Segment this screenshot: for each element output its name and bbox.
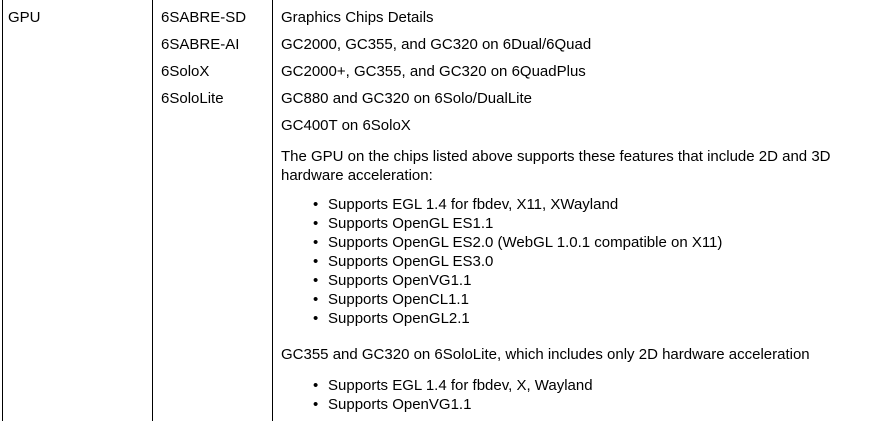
list-item-label: Supports OpenCL1.1 bbox=[328, 291, 469, 308]
bullet-icon: • bbox=[313, 377, 319, 394]
bullet-icon: • bbox=[313, 291, 319, 308]
details-heading: Graphics Chips Details bbox=[281, 9, 434, 26]
list-item: • Supports OpenGL ES3.0 bbox=[281, 252, 893, 271]
bullet-icon: • bbox=[313, 253, 319, 270]
list-item-label: Supports OpenGL ES2.0 (WebGL 1.0.1 compa… bbox=[328, 234, 723, 251]
list-item: • Supports EGL 1.4 for fbdev, X, Wayland bbox=[281, 376, 893, 395]
category-column: GPU bbox=[3, 0, 152, 31]
list-item: • Supports OpenVG1.1 bbox=[281, 271, 893, 290]
features-intro-paragraph: The GPU on the chips listed above suppor… bbox=[281, 148, 831, 184]
bullet-icon: • bbox=[313, 234, 319, 251]
list-item: • Supports OpenGL2.1 bbox=[281, 309, 893, 328]
bullet-icon: • bbox=[313, 310, 319, 327]
table-column-divider-two bbox=[272, 0, 273, 421]
board-column: 6SABRE-SD 6SABRE-AI 6SoloX 6SoloLite bbox=[153, 0, 272, 112]
spacer bbox=[281, 185, 893, 195]
table-column-divider-one bbox=[152, 0, 153, 421]
list-item-label: Supports OpenGL ES1.1 bbox=[328, 215, 494, 232]
board-name: 6SoloX bbox=[161, 63, 210, 80]
list-item: • Supports OpenCL1.1 bbox=[281, 290, 893, 309]
list-item-label: Supports OpenVG1.1 bbox=[328, 272, 472, 289]
chip-line: GC400T on 6SoloX bbox=[281, 117, 411, 134]
list-item-label: Supports EGL 1.4 for fbdev, X11, XWaylan… bbox=[328, 196, 619, 213]
chip-line: GC880 and GC320 on 6Solo/DualLite bbox=[281, 90, 533, 107]
list-item-label: Supports OpenGL ES3.0 bbox=[328, 253, 494, 270]
sololite-intro-paragraph: GC355 and GC320 on 6SoloLite, which incl… bbox=[281, 346, 810, 363]
bullet-icon: • bbox=[313, 196, 319, 213]
chip-line: GC2000+, GC355, and GC320 on 6QuadPlus bbox=[281, 63, 586, 80]
list-item: • Supports OpenGL ES2.0 (WebGL 1.0.1 com… bbox=[281, 233, 893, 252]
list-item-label: Supports OpenGL2.1 bbox=[328, 310, 470, 327]
spacer bbox=[281, 368, 893, 376]
details-column: Graphics Chips Details GC2000, GC355, an… bbox=[273, 0, 893, 414]
spacer bbox=[281, 328, 893, 341]
sololite-features-list: • Supports EGL 1.4 for fbdev, X, Wayland… bbox=[281, 376, 893, 414]
board-name: 6SABRE-AI bbox=[161, 36, 240, 53]
board-name: 6SABRE-SD bbox=[161, 9, 247, 26]
chip-line: GC2000, GC355, and GC320 on 6Dual/6Quad bbox=[281, 36, 592, 53]
list-item: • Supports OpenGL ES1.1 bbox=[281, 214, 893, 233]
bullet-icon: • bbox=[313, 272, 319, 289]
bullet-icon: • bbox=[313, 215, 319, 232]
category-label: GPU bbox=[8, 9, 41, 26]
list-item: • Supports OpenVG1.1 bbox=[281, 395, 893, 414]
gpu-features-list: • Supports EGL 1.4 for fbdev, X11, XWayl… bbox=[281, 195, 893, 328]
list-item-label: Supports OpenVG1.1 bbox=[328, 396, 472, 413]
list-item-label: Supports EGL 1.4 for fbdev, X, Wayland bbox=[328, 377, 593, 394]
board-name: 6SoloLite bbox=[161, 90, 224, 107]
table-left-border bbox=[2, 0, 3, 421]
list-item: • Supports EGL 1.4 for fbdev, X11, XWayl… bbox=[281, 195, 893, 214]
bullet-icon: • bbox=[313, 396, 319, 413]
